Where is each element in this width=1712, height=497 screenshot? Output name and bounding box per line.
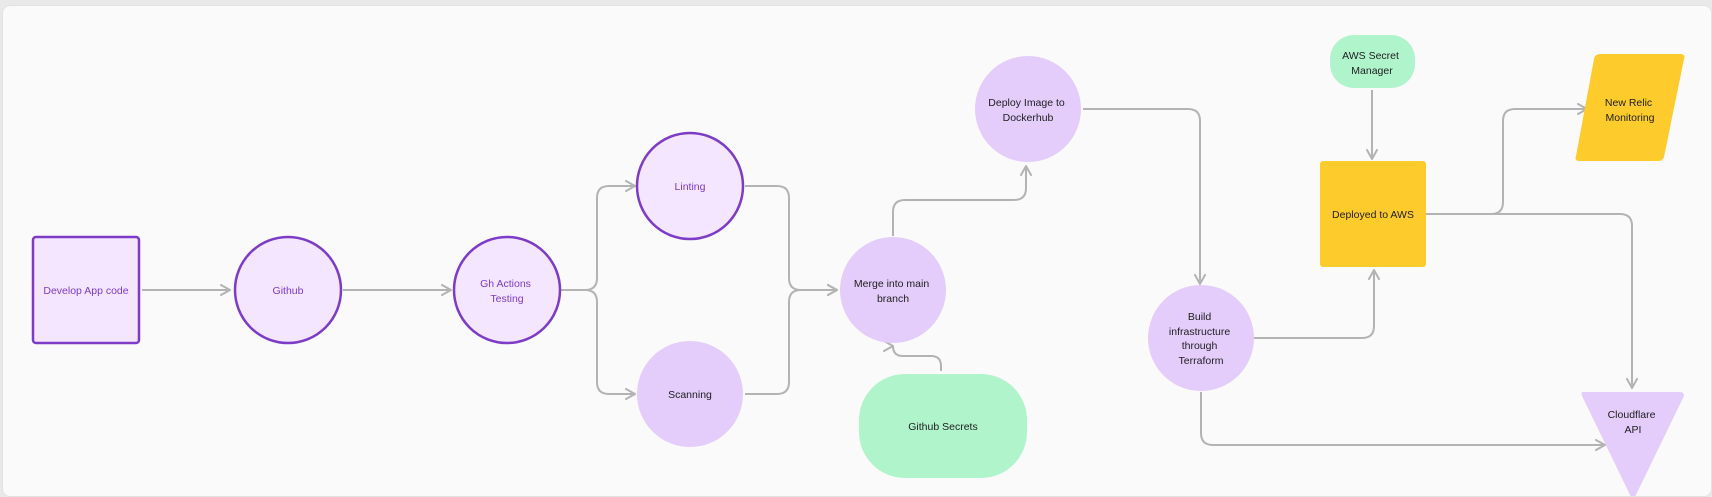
- node-label: Github: [273, 285, 304, 297]
- svg-text:Gh Actions Testing: Gh Actions Testing: [480, 278, 534, 305]
- svg-text:Deploy Image to Dockerhu: Deploy Image to Dockerhub: [988, 97, 1067, 124]
- svg-text:New Relic Monitoring: New Relic Monitoring: [1605, 97, 1655, 124]
- node-label: Deployed to AWS: [1332, 209, 1414, 221]
- node-label-line-1: Deploy Image to: [988, 97, 1065, 109]
- connector-gh-actions-to-linting[interactable]: [561, 180, 636, 291]
- node-develop-app-code[interactable]: Develop App code: [31, 235, 141, 345]
- node-label-line-1: Cloudflare: [1608, 409, 1656, 421]
- connectors: [142, 90, 1638, 451]
- svg-text:Cloudflare API: Cloudflare API: [1608, 409, 1659, 436]
- node-label-line-1: Gh Actions: [480, 278, 531, 290]
- node-label-line-2: Manager: [1351, 65, 1393, 77]
- connector-github-secrets-to-merge[interactable]: [887, 345, 942, 371]
- connector-deployed-aws-to-cloudflare[interactable]: [1426, 213, 1638, 389]
- node-cloudflare-api[interactable]: Cloudflare API: [1581, 392, 1684, 496]
- node-label: Linting: [675, 181, 706, 193]
- node-label-line-1: Merge into main: [854, 278, 929, 290]
- connector-build-infra-to-cloudflare[interactable]: [1200, 392, 1606, 451]
- node-gh-actions-testing[interactable]: Gh Actions Testing: [452, 235, 562, 345]
- node-label: Github Secrets: [908, 421, 977, 433]
- flow-diagram: Develop App code Github Gh Actions Testi…: [31, 35, 1685, 496]
- node-label-line-2: Monitoring: [1605, 112, 1654, 124]
- svg-text:Build infrastructure: Build infrastructure through Terraform: [1169, 311, 1233, 367]
- connector-scanning-to-merge[interactable]: [745, 284, 838, 395]
- connector-deployed-aws-to-new-relic[interactable]: [1426, 103, 1588, 215]
- connector-deploy-docker-to-build-infra[interactable]: [1083, 108, 1206, 285]
- node-deploy-dockerhub[interactable]: Deploy Image to Dockerhub: [975, 56, 1081, 162]
- node-linting[interactable]: Linting: [635, 131, 745, 241]
- node-label-line-1: New Relic: [1605, 97, 1652, 109]
- connector-linting-to-merge[interactable]: [745, 185, 838, 296]
- node-label-line-1: AWS Secret: [1342, 50, 1399, 62]
- node-label-line-2: branch: [877, 293, 909, 305]
- node-label-line-3: through: [1182, 340, 1218, 352]
- svg-text:Merge into main branch: Merge into main branch: [854, 278, 932, 305]
- node-aws-secret-manager[interactable]: AWS Secret Manager: [1330, 35, 1415, 88]
- node-label-line-2: infrastructure: [1169, 326, 1230, 338]
- diagram-canvas[interactable]: Develop App code Github Gh Actions Testi…: [2, 5, 1712, 497]
- node-merge-into-main[interactable]: Merge into main branch: [840, 237, 946, 343]
- node-new-relic-monitoring[interactable]: New Relic Monitoring: [1575, 54, 1685, 161]
- node-label-line-2: API: [1625, 424, 1642, 436]
- connector-merge-to-deploy-docker[interactable]: [892, 165, 1032, 236]
- node-label-line-4: Terraform: [1179, 355, 1224, 367]
- connector-build-infra-to-deployed-aws[interactable]: [1254, 269, 1380, 339]
- node-label-line-2: Dockerhub: [1003, 112, 1054, 124]
- node-label: Develop App code: [43, 285, 128, 297]
- node-github-secrets[interactable]: Github Secrets: [859, 374, 1027, 478]
- svg-text:AWS Secret Manager: AWS Secret Manager: [1342, 50, 1402, 77]
- node-deployed-to-aws[interactable]: Deployed to AWS: [1320, 161, 1426, 267]
- node-label: Scanning: [668, 389, 712, 401]
- node-label-line-2: Testing: [490, 293, 523, 305]
- node-scanning[interactable]: Scanning: [637, 341, 743, 447]
- node-label-line-1: Build: [1188, 311, 1212, 323]
- node-build-infrastructure[interactable]: Build infrastructure through Terraform: [1148, 285, 1254, 391]
- node-github[interactable]: Github: [233, 235, 343, 345]
- connector-gh-actions-to-scanning[interactable]: [561, 289, 636, 400]
